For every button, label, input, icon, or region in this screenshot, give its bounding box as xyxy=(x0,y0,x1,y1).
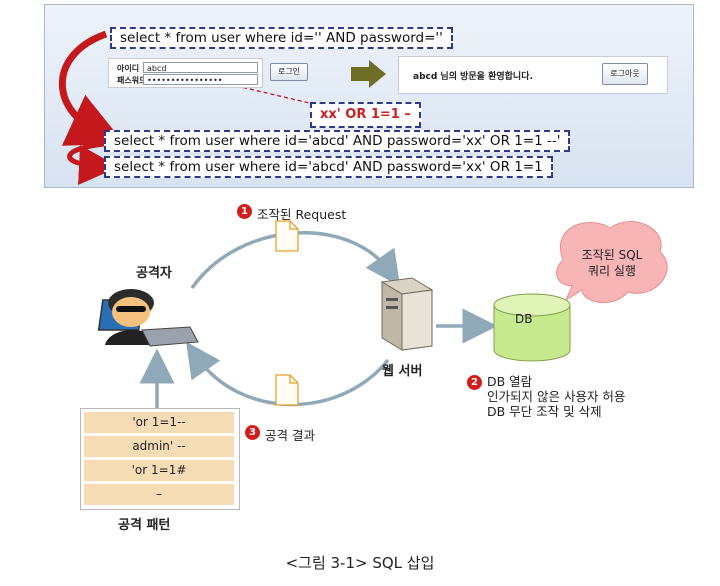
sql-injected-comment: select * from user where id='abcd' AND p… xyxy=(104,130,571,152)
right-arrow xyxy=(351,60,386,88)
db-label: DB xyxy=(515,312,533,326)
attacker-label: 공격자 xyxy=(136,266,172,281)
step2-line-1: DB 열람 xyxy=(487,374,533,389)
pattern-title: 공격 패턴 xyxy=(118,518,171,533)
login-form: 아이디 패스워드 abcd •••••••••••••••• xyxy=(108,58,263,88)
pattern-item: 'or 1=1-- xyxy=(84,412,234,433)
id-field[interactable]: abcd xyxy=(143,62,258,73)
step2-text: DB 열람 인가되지 않은 사용자 허용 DB 무단 조작 및 삭제 xyxy=(487,374,625,419)
logout-button[interactable]: 로그아웃 xyxy=(602,63,648,85)
welcome-box: abcd 님의 방문을 환영합니다. 로그아웃 xyxy=(398,56,668,94)
injection-string: xx' OR 1=1 – xyxy=(310,102,421,128)
step3-label: 공격 결과 xyxy=(265,428,315,443)
password-label: 패스워드 xyxy=(117,76,147,85)
db-cylinder-icon xyxy=(493,293,571,362)
sql-injected-or: select * from user where id='abcd' AND p… xyxy=(104,156,553,178)
attacker-icon xyxy=(97,289,199,347)
curved-arrow-2 xyxy=(67,141,119,185)
server-label: 웹 서버 xyxy=(382,364,423,379)
bubble-text: 조작된 SQL 쿼리 실행 xyxy=(572,247,652,279)
pattern-item: admin' -- xyxy=(84,436,234,457)
step3-badge: 3 xyxy=(245,425,260,440)
step2-line-3: DB 무단 조작 및 삭제 xyxy=(487,404,602,419)
figure-caption: <그림 3-1> SQL 삽입 xyxy=(285,554,435,572)
step1-label: 조작된 Request xyxy=(257,207,347,222)
welcome-message: abcd 님의 방문을 환영합니다. xyxy=(413,72,533,82)
step1-badge: 1 xyxy=(237,204,252,219)
document-icon-request xyxy=(275,220,299,252)
pattern-item: – xyxy=(84,484,234,505)
speech-bubble xyxy=(556,221,668,304)
flow-arrows-red xyxy=(58,30,386,185)
server-icon xyxy=(380,277,434,351)
step2-line-2: 인가되지 않은 사용자 허용 xyxy=(487,389,626,404)
step2-badge: 2 xyxy=(467,375,482,390)
bubble-line-1: 조작된 SQL xyxy=(581,248,643,262)
pattern-item: 'or 1=1# xyxy=(84,460,234,481)
bubble-line-2: 쿼리 실행 xyxy=(588,264,636,278)
id-label: 아이디 xyxy=(117,64,140,73)
curved-arrow-1 xyxy=(58,30,125,146)
sql-original: select * from user where id='' AND passw… xyxy=(110,27,453,49)
login-button[interactable]: 로그인 xyxy=(270,63,308,81)
document-icon-result xyxy=(275,374,299,406)
password-field[interactable]: •••••••••••••••• xyxy=(143,74,258,85)
